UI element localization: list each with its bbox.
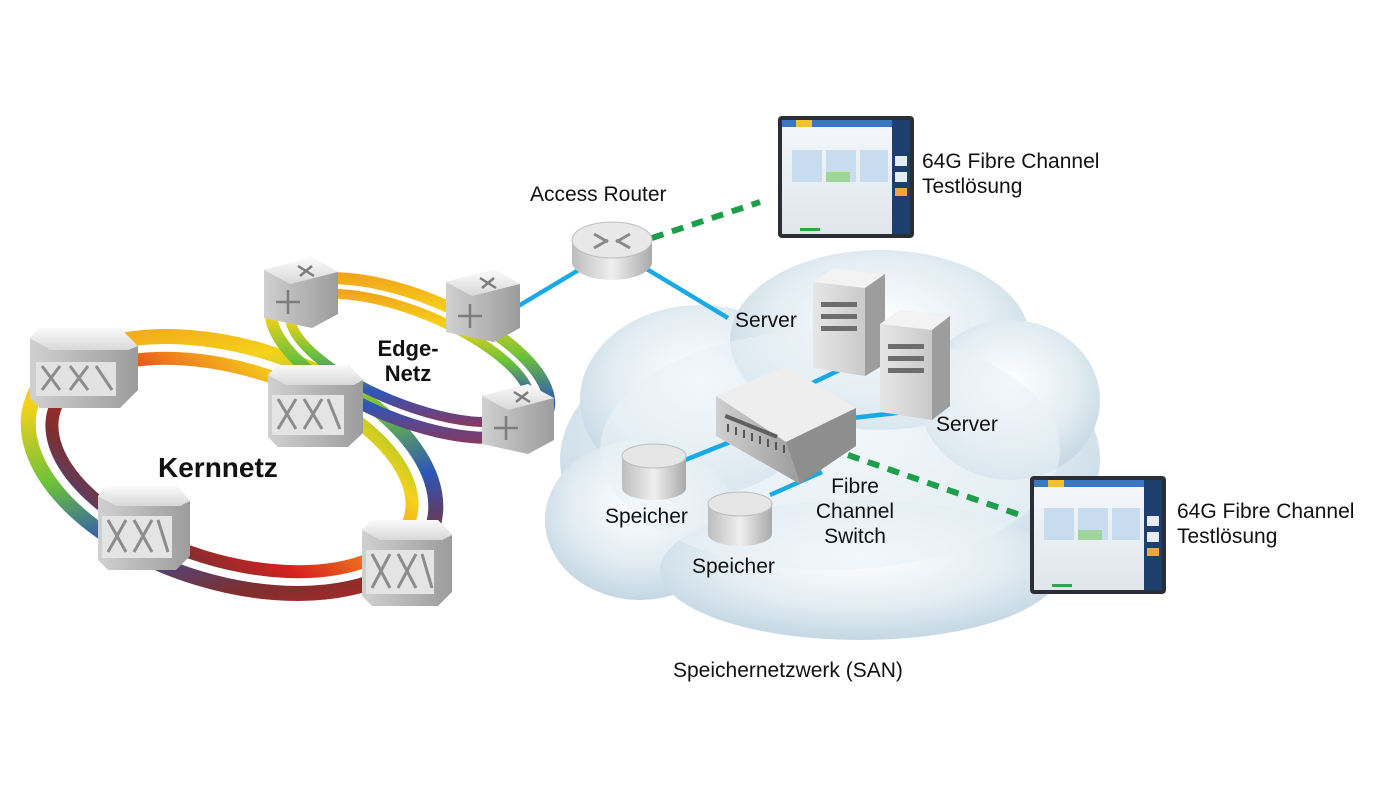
label-test-solution-2-line2: Testlösung	[1177, 525, 1278, 548]
test-links	[651, 199, 1021, 518]
label-access-router: Access Router	[530, 183, 667, 206]
label-edge-network-line2: Netz	[384, 361, 432, 386]
label-fc-switch: Fibre Channel Switch	[800, 474, 910, 549]
core-device-3	[98, 486, 190, 570]
storage-1-icon	[621, 443, 687, 500]
label-test-solution-1-line2: Testlösung	[922, 175, 1023, 198]
label-test-solution-1: 64G Fibre Channel Testlösung	[922, 149, 1099, 199]
storage-2-icon	[707, 491, 773, 546]
test-link-2	[847, 452, 1021, 518]
test-tablet-1-icon	[778, 116, 914, 238]
label-edge-network: Edge- Netz	[368, 336, 448, 386]
edge-switch-1	[264, 258, 338, 328]
test-link-1	[651, 199, 761, 241]
label-test-solution-1-line1: 64G Fibre Channel	[922, 150, 1100, 173]
link-edge-router	[513, 266, 584, 310]
link-switch-storage2	[769, 469, 823, 498]
label-storage-1: Speicher	[605, 505, 688, 528]
edge-switch-3	[482, 384, 554, 454]
router-icon	[571, 221, 653, 280]
server-1-icon	[813, 268, 885, 376]
label-server-1: Server	[735, 309, 797, 332]
label-storage-2: Speicher	[692, 555, 775, 578]
core-device-1	[30, 328, 138, 408]
core-device-2	[268, 365, 363, 447]
label-fc-switch-line2: Channel	[815, 500, 895, 523]
core-device-4	[362, 520, 452, 606]
edge-switch-2	[446, 270, 520, 342]
label-fc-switch-line1: Fibre	[831, 475, 879, 498]
link-switch-storage1	[684, 437, 736, 463]
label-server-2: Server	[936, 413, 998, 436]
fc-switch-icon	[716, 366, 856, 484]
server-2-icon	[880, 310, 950, 420]
label-test-solution-2-line1: 64G Fibre Channel	[1177, 500, 1355, 523]
label-edge-network-line1: Edge-	[377, 336, 439, 361]
label-test-solution-2: 64G Fibre Channel Testlösung	[1177, 499, 1354, 549]
test-tablet-2-icon	[1030, 476, 1166, 594]
label-core-network: Kernnetz	[158, 452, 278, 483]
link-router-server	[643, 266, 730, 320]
label-fc-switch-line3: Switch	[824, 525, 886, 548]
label-san: Speichernetzwerk (SAN)	[673, 659, 903, 682]
